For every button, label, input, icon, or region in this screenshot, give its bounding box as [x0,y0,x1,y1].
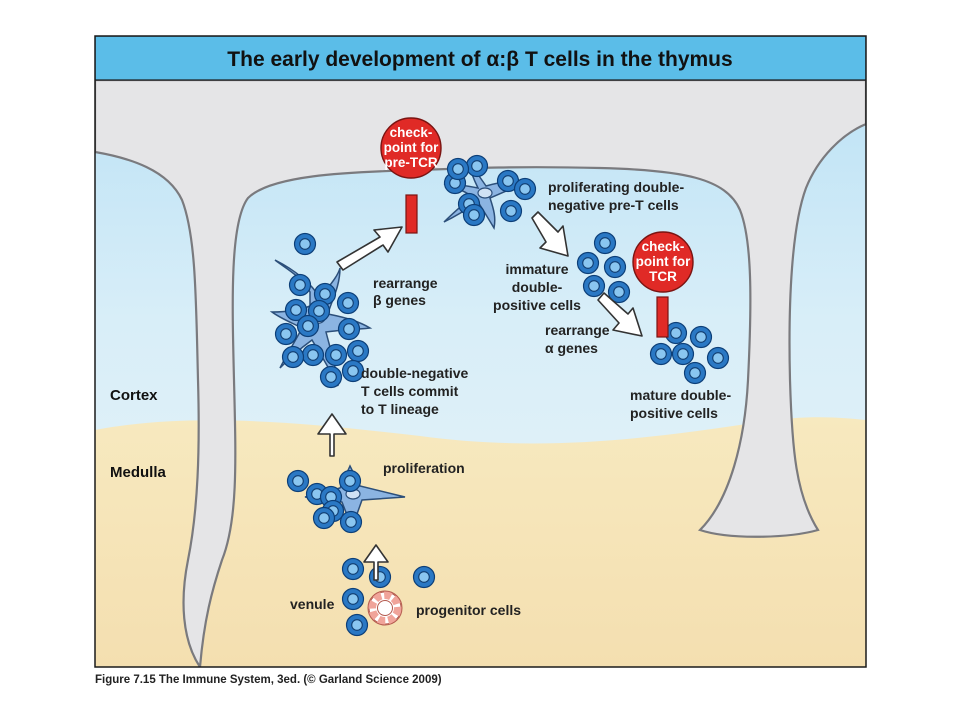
progenitor-cell [345,613,369,637]
label-rearrange-beta-1: rearrange [373,275,438,291]
checkpoint-pre-tcr: check- point for pre-TCR [380,117,442,234]
t-cell [513,177,537,201]
label-rearrange-beta-2: β genes [373,292,426,308]
label-venule: venule [290,596,335,612]
label-double-negative-3: to T lineage [361,401,439,417]
t-cell [465,154,489,178]
t-cell [499,199,523,223]
t-cell [576,251,600,275]
label-mature-2: positive cells [630,405,718,421]
label-double-negative-1: double-negative [361,365,469,381]
title-bar [95,36,866,81]
label-immature-3: positive cells [493,297,581,313]
t-cell [683,361,707,385]
checkpoint-pre-tcr-line2: point for [384,140,439,155]
t-cell [689,325,713,349]
t-cell [288,273,312,297]
diagram-title: The early development of α:β T cells in … [227,48,732,71]
t-cell [281,345,305,369]
diagram-panel [95,36,866,667]
arrow-diagonal-icon [531,211,569,257]
checkpoint-tcr-line1: check- [642,239,685,254]
t-cell [296,314,320,338]
checkpoint-tcr-line3: TCR [649,269,677,284]
t-cell [706,346,730,370]
t-cell [582,274,606,298]
t-cell [338,469,362,493]
label-mature-1: mature double- [630,387,731,403]
t-cell [671,342,695,366]
t-cell [664,321,688,345]
t-cell [286,469,310,493]
checkpoint-tcr: check- point for TCR [632,231,694,338]
progenitor-cell [368,565,392,589]
label-double-negative-2: T cells commit [361,383,459,399]
label-rearrange-alpha-1: rearrange [545,322,610,338]
t-cell [649,342,673,366]
t-cell [462,203,486,227]
venule-vessel [367,590,403,626]
t-cell [346,339,370,363]
progenitor-cell [341,557,365,581]
label-proliferating-1: proliferating double- [548,179,684,195]
checkpoint-pre-tcr-line1: check- [390,125,433,140]
t-cell [603,255,627,279]
t-cell [337,317,361,341]
arrow-diagonal-icon [336,226,403,271]
progenitor-cell [412,565,436,589]
label-progenitor-cells: progenitor cells [416,602,521,618]
t-cell [593,231,617,255]
t-cell [336,291,360,315]
label-proliferating-2: negative pre-T cells [548,197,679,213]
label-proliferation: proliferation [383,460,465,476]
t-cell [293,232,317,256]
figure-caption: Figure 7.15 The Immune System, 3ed. (© G… [95,674,442,686]
t-cell [324,343,348,367]
cortex-label: Cortex [110,387,158,404]
label-immature-2: double- [512,279,563,295]
t-cell [274,322,298,346]
panel-border [94,35,867,668]
label-immature-1: immature [505,261,568,277]
t-cell [339,510,363,534]
t-cell [312,506,336,530]
arrow-diagonal-icon [597,292,643,337]
checkpoint-tcr-line2: point for [636,254,691,269]
arrow-up-icon [317,413,347,457]
developmental-arrows [317,211,643,581]
t-cell [319,365,343,389]
arrow-up-icon [363,544,389,581]
t-cell [301,343,325,367]
checkpoint-pre-tcr-line3: pre-TCR [384,155,437,170]
t-cell [446,157,470,181]
medulla-label: Medulla [110,464,166,481]
label-rearrange-alpha-2: α genes [545,340,598,356]
progenitor-cell [341,587,365,611]
